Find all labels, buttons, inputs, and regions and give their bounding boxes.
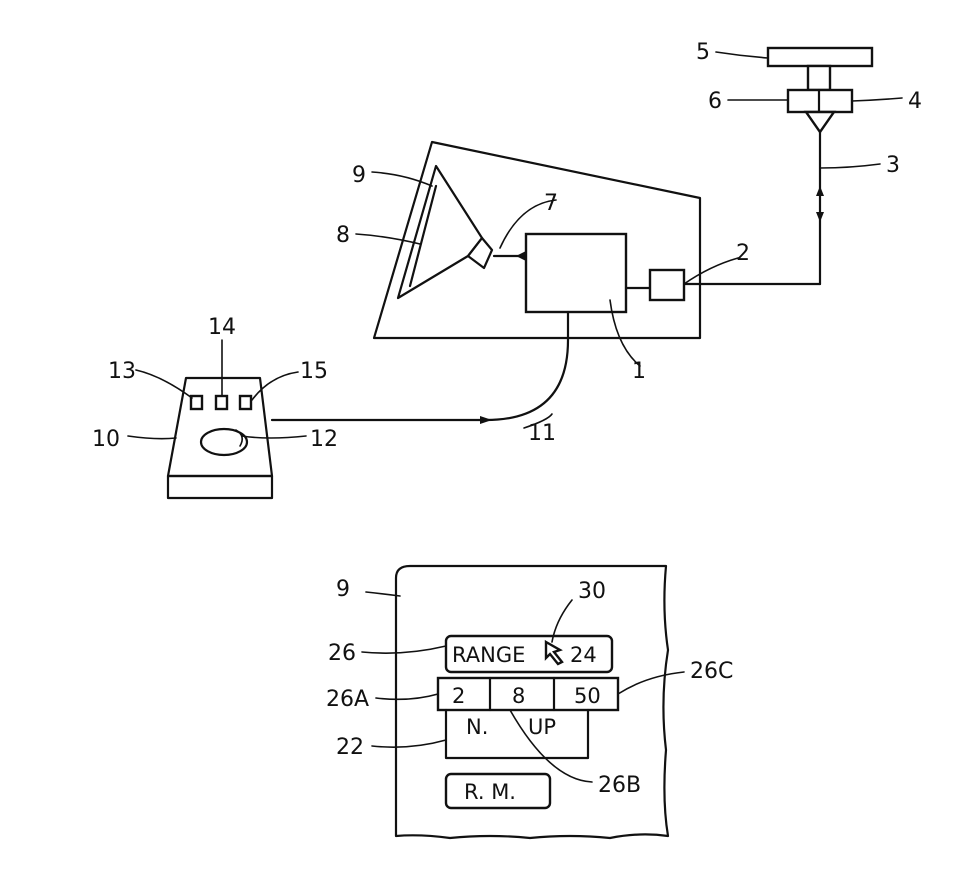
north-up-up: UP — [528, 715, 556, 739]
ref-14: 14 — [208, 315, 236, 340]
antenna-bar — [768, 48, 872, 66]
ref-7: 7 — [544, 191, 558, 216]
ref-15: 15 — [300, 359, 328, 384]
north-up-n: N. — [466, 715, 488, 739]
control-unit-base — [168, 476, 272, 498]
ref-26c: 26C — [690, 659, 733, 684]
transceiver-box — [650, 270, 684, 300]
ref-30: 30 — [578, 579, 606, 604]
range-option-26c[interactable]: 50 — [574, 684, 601, 708]
crt-tube — [398, 166, 482, 298]
ref-8: 8 — [336, 223, 350, 248]
ref-22: 22 — [336, 735, 364, 760]
ref-26: 26 — [328, 641, 356, 666]
ref-6: 6 — [708, 89, 722, 114]
button-15 — [240, 396, 251, 409]
ref-9-fig1: 9 — [352, 163, 366, 188]
antenna-assembly — [768, 48, 872, 132]
range-label: RANGE — [452, 643, 525, 667]
cable-3 — [683, 132, 824, 284]
ref-12: 12 — [310, 427, 338, 452]
ref-2: 2 — [736, 241, 750, 266]
ref-9-fig2: 9 — [336, 577, 350, 602]
crt-neck — [468, 238, 492, 268]
ref-13: 13 — [108, 359, 136, 384]
ref-3: 3 — [886, 153, 900, 178]
ref-10: 10 — [92, 427, 120, 452]
waveguide-taper — [806, 112, 834, 132]
ref-26a: 26A — [326, 687, 369, 712]
range-value: 24 — [570, 643, 597, 667]
range-option-26b[interactable]: 8 — [512, 684, 525, 708]
display-console — [374, 142, 700, 338]
ref-11: 11 — [528, 421, 556, 446]
antenna-mast — [808, 66, 830, 90]
range-option-26a[interactable]: 2 — [452, 684, 465, 708]
button-14 — [216, 396, 227, 409]
rm-label: R. M. — [464, 780, 516, 804]
leader-lines-fig1 — [128, 52, 902, 439]
ref-5: 5 — [696, 40, 710, 65]
ref-26b: 26B — [598, 773, 641, 798]
ref-4: 4 — [908, 89, 922, 114]
processor-box — [526, 234, 626, 312]
ref-1: 1 — [632, 359, 646, 384]
